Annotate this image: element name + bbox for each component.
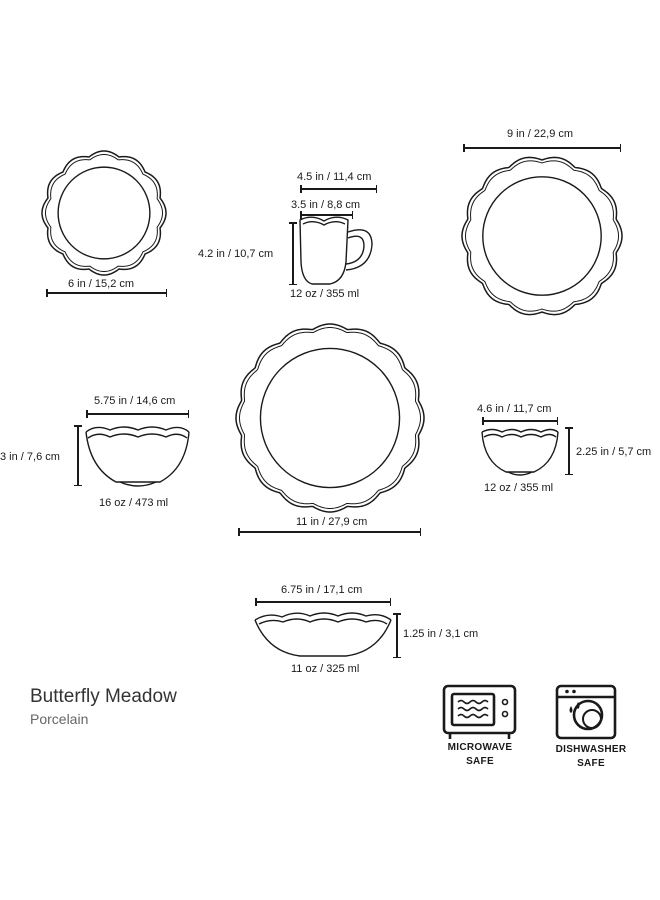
serving-bowl-height-line — [393, 613, 400, 658]
serving-bowl-height-label: 1.25 in / 3,1 cm — [403, 628, 479, 640]
plate-well — [57, 166, 151, 260]
soup-bowl-outline — [85, 426, 190, 487]
soup-bowl-height-line — [74, 425, 81, 486]
fruit-bowl-height-line — [565, 427, 572, 475]
salad-plate-diameter-label: 6 in / 15,2 cm — [68, 278, 135, 290]
soup-bowl-width-label: 5.75 in / 14,6 cm — [94, 395, 176, 407]
salad-plate-outline — [41, 150, 167, 276]
plate-rim-outer — [41, 150, 167, 276]
plate-rim-inner — [44, 153, 164, 273]
serving-bowl-width-label: 6.75 in / 17,1 cm — [281, 584, 363, 596]
fruit-bowl-width-line — [482, 417, 558, 424]
dinner-plate-outline — [235, 323, 425, 513]
fruit-bowl-height-label: 2.25 in / 5,7 cm — [576, 446, 652, 458]
microwave-safe-line2: SAFE — [466, 756, 494, 767]
fruit-bowl-outline — [481, 428, 559, 476]
serving-bowl-outline — [254, 612, 392, 657]
mug-top-width-label: 4.5 in / 11,4 cm — [297, 171, 372, 183]
mug-base-width-label: 3.5 in / 8,8 cm — [291, 199, 361, 211]
fruit-bowl-width-label: 4.6 in / 11,7 cm — [477, 403, 552, 415]
plate-rim-inner — [464, 160, 620, 312]
product-name: Butterfly Meadow — [30, 686, 177, 707]
serving-bowl-capacity-label: 11 oz / 325 ml — [291, 663, 360, 675]
plate-rim-outer — [461, 156, 623, 316]
mug-outline — [299, 216, 373, 285]
plate-well — [259, 347, 401, 489]
fruit-bowl-capacity-label: 12 oz / 355 ml — [484, 482, 554, 494]
mug-height-label: 4.2 in / 10,7 cm — [198, 248, 274, 260]
plate-well — [482, 176, 602, 296]
mug-top-width-line — [300, 185, 377, 192]
serving-bowl-width-line — [255, 598, 391, 605]
mug-height-line — [289, 222, 296, 285]
dishwasher-icon — [555, 684, 617, 740]
nine-plate-diameter-label: 9 in / 22,9 cm — [507, 128, 574, 140]
soup-bowl-width-line — [86, 410, 189, 417]
dishwasher-safe-line1: DISHWASHER — [555, 744, 627, 755]
soup-bowl-height-label: 3 in / 7,6 cm — [0, 451, 60, 463]
mug-capacity-label: 12 oz / 355 ml — [290, 288, 360, 300]
nine-inch-plate-outline — [461, 156, 623, 316]
dinner-plate-width-line — [238, 528, 421, 535]
microwave-icon — [442, 684, 517, 739]
product-material: Porcelain — [30, 711, 89, 727]
salad-plate-width-line — [46, 289, 167, 296]
dishwasher-safe-badge: DISHWASHER SAFE — [540, 743, 642, 771]
plate-rim-outer — [235, 323, 425, 513]
dishwasher-safe-line2: SAFE — [577, 758, 605, 769]
microwave-safe-line1: MICROWAVE — [447, 742, 513, 753]
plate-rim-inner — [238, 326, 422, 510]
soup-bowl-capacity-label: 16 oz / 473 ml — [99, 497, 169, 509]
dinner-plate-diameter-label: 11 in / 27,9 cm — [296, 516, 368, 528]
microwave-safe-badge: MICROWAVE SAFE — [432, 741, 528, 769]
nine-plate-width-line — [463, 144, 621, 151]
mug-base-width-line — [300, 211, 353, 218]
